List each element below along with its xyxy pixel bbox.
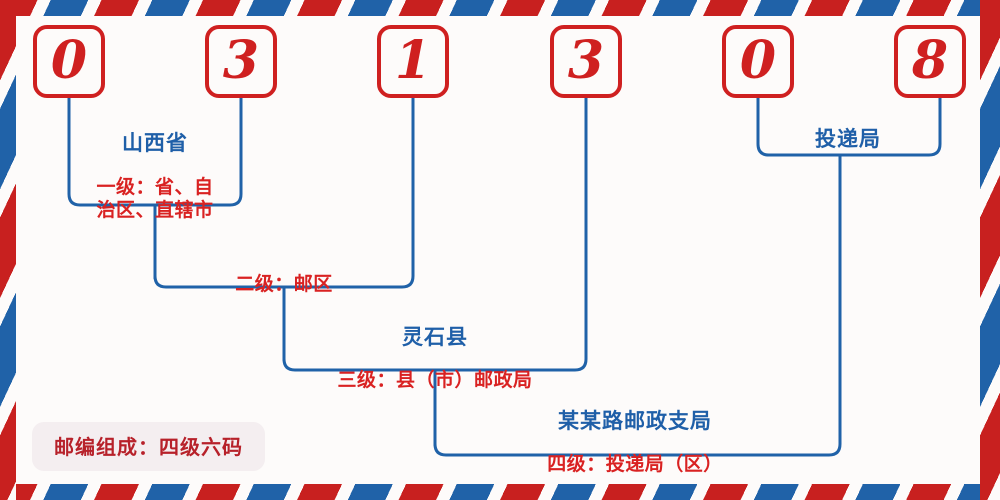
envelope-border-top — [0, 0, 1000, 16]
label-level-3-subtitle: 三级：县（市）邮政局 — [337, 369, 533, 391]
postcode-digit-box-6[interactable]: 8 — [894, 25, 966, 98]
label-level-1-subtitle: 一级：省、自 治区、直辖市 — [96, 176, 214, 222]
postcode-digit-box-3[interactable]: 1 — [377, 25, 449, 98]
bracket-delivery-office — [756, 96, 942, 157]
bracket-level-4 — [433, 153, 842, 457]
label-delivery-office: 投递局 — [762, 108, 934, 171]
envelope-border-right — [980, 0, 1000, 500]
label-level-3: 灵石县 三级：县（市）邮政局 — [290, 306, 580, 411]
postcode-digit-box-2[interactable]: 3 — [205, 25, 277, 98]
label-level-4-subtitle: 四级：投递局（区） — [547, 453, 723, 475]
envelope-border-left — [0, 0, 16, 500]
postcode-digit-6: 8 — [911, 29, 949, 91]
postcode-digit-1: 0 — [50, 29, 88, 91]
postcode-digit-box-4[interactable]: 3 — [550, 25, 622, 98]
label-level-2: 二级：邮区 — [184, 254, 384, 315]
postcode-digit-5: 0 — [739, 29, 777, 91]
label-level-4: 某某路邮政支局 四级：投递局（区） — [470, 390, 800, 495]
label-level-4-title: 某某路邮政支局 — [558, 407, 712, 433]
postcode-digit-box-1[interactable]: 0 — [33, 25, 105, 98]
postcode-composition-badge: 邮编组成：四级六码 — [32, 422, 265, 471]
label-level-1: 山西省 一级：省、自 治区、直辖市 — [70, 112, 240, 242]
label-level-3-title: 灵石县 — [402, 323, 468, 349]
postcode-digit-3: 1 — [394, 29, 432, 91]
label-level-1-title: 山西省 — [122, 129, 188, 155]
label-delivery-office-title: 投递局 — [815, 125, 881, 151]
postcode-composition-label: 邮编组成：四级六码 — [54, 435, 243, 459]
postcode-digit-2: 3 — [222, 29, 260, 91]
postcode-digit-box-5[interactable]: 0 — [722, 25, 794, 98]
envelope-border-bottom — [0, 484, 1000, 500]
label-level-2-subtitle: 二级：邮区 — [235, 273, 333, 295]
postcode-digit-4: 3 — [567, 29, 605, 91]
